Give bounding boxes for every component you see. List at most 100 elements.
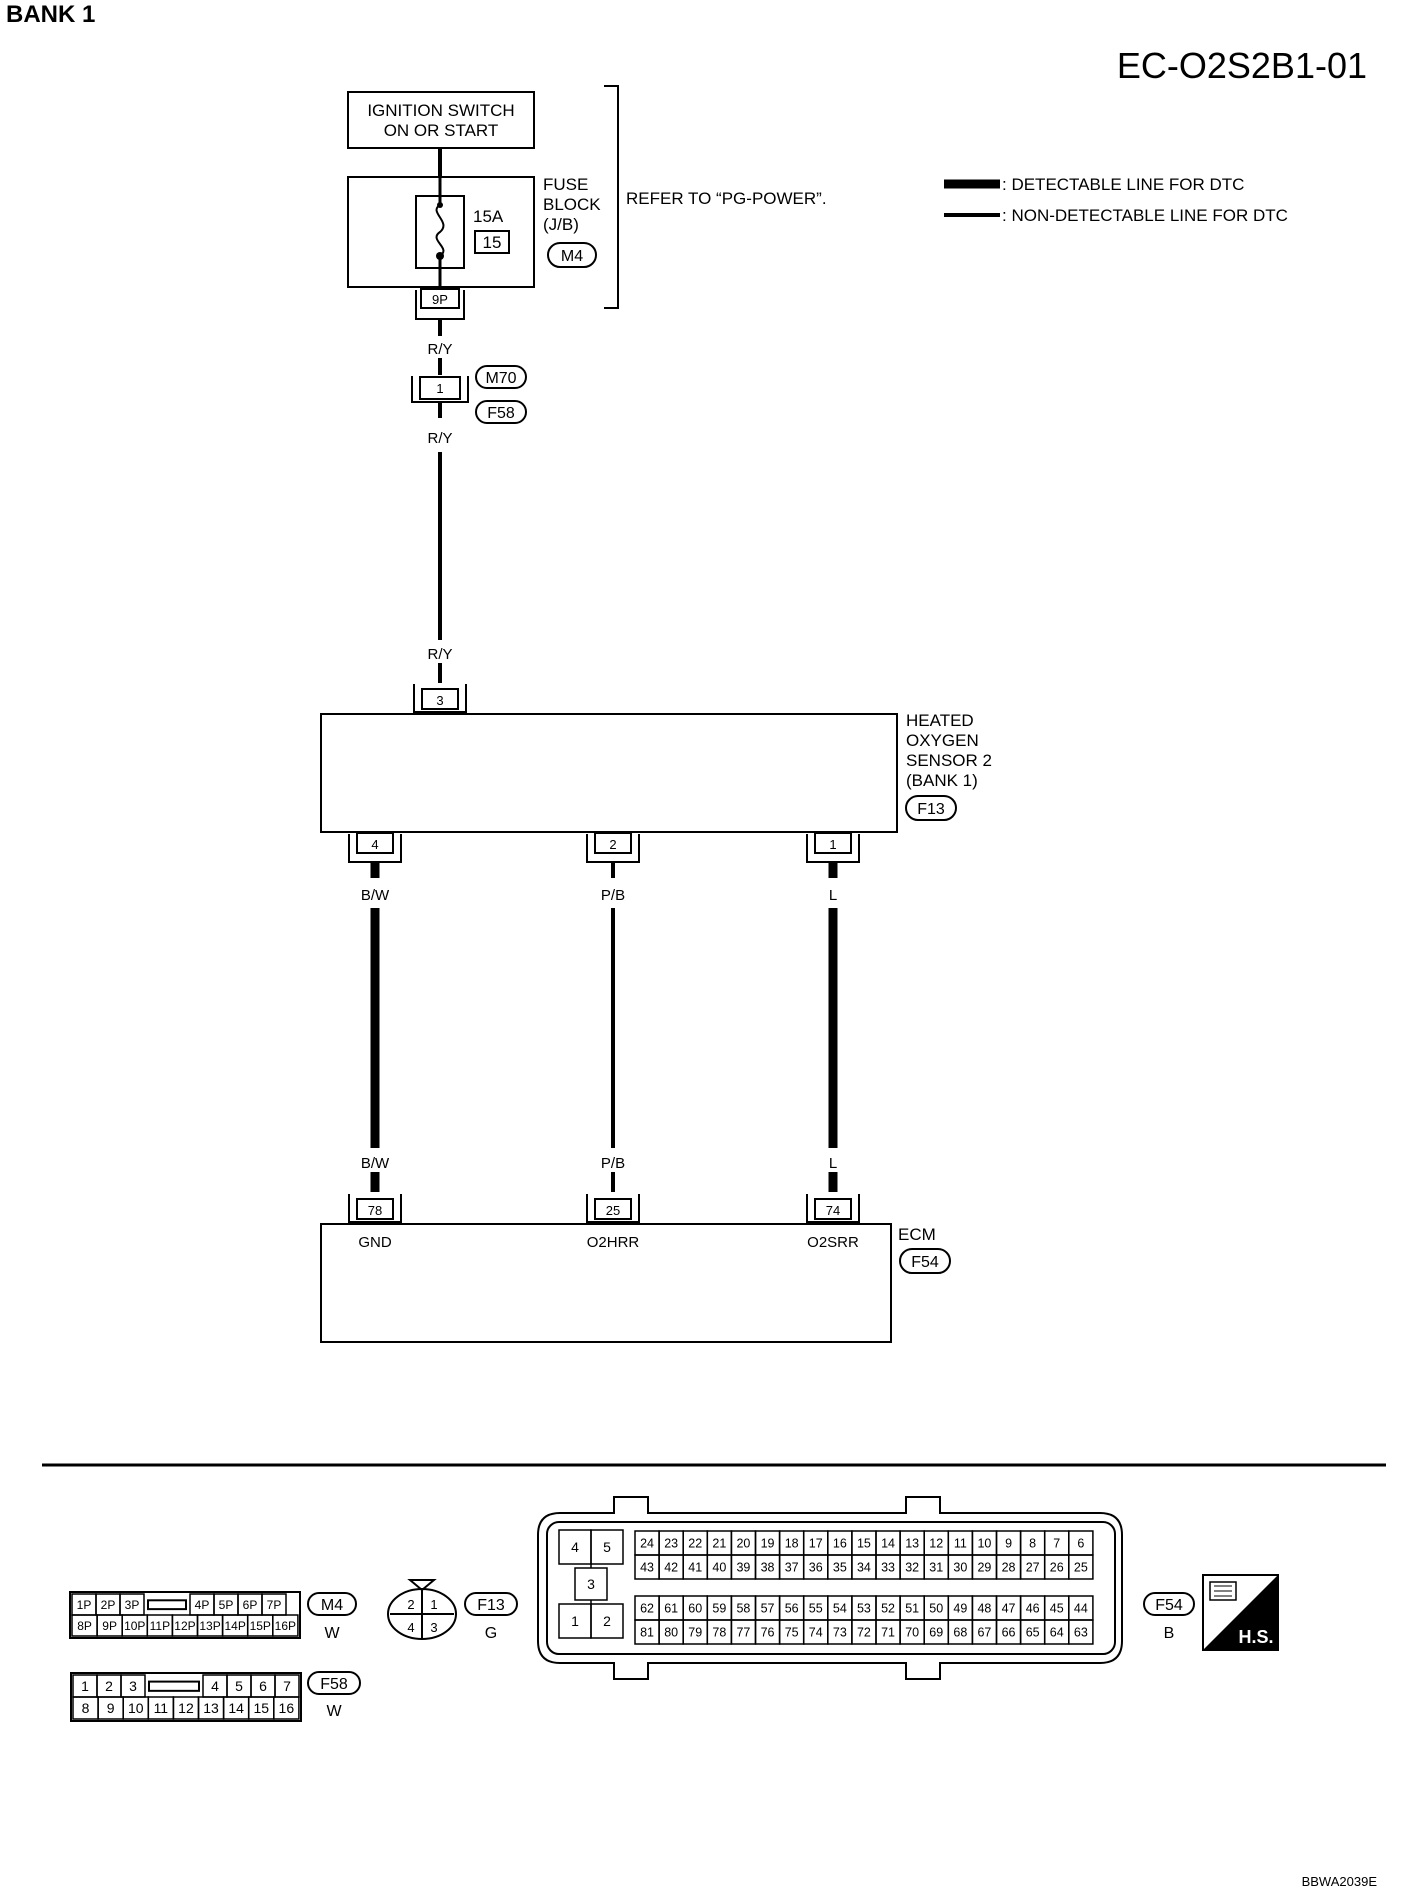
f54-pin-52: 52 (875, 1595, 901, 1621)
f54-pin-74: 74 (802, 1619, 829, 1645)
sensor-line1: HEATED (906, 711, 974, 730)
svg-text:7: 7 (1053, 1537, 1060, 1551)
connector-m4-color: W (324, 1625, 340, 1642)
f54-pin-20: 20 (730, 1530, 757, 1556)
f58-pin-5: 5 (226, 1674, 252, 1698)
svg-text:1: 1 (81, 1678, 89, 1694)
f54-pin-33: 33 (875, 1554, 901, 1580)
f54-pin-78: 78 (706, 1619, 733, 1645)
connector-f58-color: W (326, 1703, 342, 1720)
svg-text:41: 41 (688, 1561, 702, 1575)
svg-text:14P: 14P (224, 1619, 245, 1633)
svg-text:12: 12 (178, 1700, 194, 1716)
ecm-pin-74: 74 (806, 1194, 860, 1223)
f54-pin-4: 4 (558, 1529, 592, 1565)
svg-text:45: 45 (1050, 1602, 1064, 1616)
m4-key-slot (147, 1599, 187, 1611)
f54-pin-67: 67 (971, 1619, 998, 1645)
joint-connector-f58: F58 (487, 405, 515, 422)
f58-pin-13: 13 (197, 1696, 225, 1720)
f58-pin-2: 2 (96, 1674, 122, 1698)
f54-pin-38: 38 (754, 1554, 781, 1580)
svg-text:5: 5 (603, 1539, 611, 1555)
f54-pin-6: 6 (1068, 1530, 1094, 1556)
f54-pin-39: 39 (730, 1554, 757, 1580)
svg-text:57: 57 (761, 1602, 775, 1616)
svg-text:3P: 3P (125, 1598, 140, 1612)
f54-pin-50: 50 (923, 1595, 950, 1621)
f54-pin-72: 72 (851, 1619, 877, 1645)
f54-pin-75: 75 (778, 1619, 805, 1645)
svg-text:1P: 1P (77, 1598, 92, 1612)
fuse-block-line3: (J/B) (543, 215, 579, 234)
f54-pin-29: 29 (971, 1554, 998, 1580)
svg-text:63: 63 (1074, 1626, 1088, 1640)
m4-pin-15P: 15P (246, 1614, 274, 1637)
f54-pin-28: 28 (995, 1554, 1022, 1580)
f54-pin-55: 55 (802, 1595, 829, 1621)
svg-text:15: 15 (253, 1700, 269, 1716)
f58-pin-11: 11 (147, 1696, 175, 1720)
svg-text:1: 1 (829, 837, 836, 852)
svg-text:76: 76 (761, 1626, 775, 1640)
connector-f54-color: B (1164, 1625, 1175, 1642)
f54-pin-47: 47 (995, 1595, 1022, 1621)
f54-pin-23: 23 (658, 1530, 684, 1556)
f54-pin-1: 1 (558, 1603, 592, 1639)
svg-text:3: 3 (436, 693, 443, 708)
sensor-pin-2: 2 (586, 832, 640, 863)
svg-text:72: 72 (857, 1626, 871, 1640)
wire-color-pb-bottom: P/B (601, 1155, 625, 1172)
svg-text:1: 1 (436, 381, 443, 396)
m4-pin-5P: 5P (213, 1593, 239, 1616)
fuse-rating: 15A (473, 207, 504, 226)
svg-text:26: 26 (1050, 1561, 1064, 1575)
svg-text:79: 79 (688, 1626, 702, 1640)
svg-text:8: 8 (1029, 1537, 1036, 1551)
svg-text:8: 8 (82, 1700, 90, 1716)
svg-text:12P: 12P (174, 1619, 195, 1633)
f54-pin-66: 66 (995, 1619, 1022, 1645)
svg-text:75: 75 (785, 1626, 799, 1640)
svg-text:12: 12 (929, 1537, 943, 1551)
ecm-label: ECM (898, 1225, 936, 1244)
svg-text:38: 38 (761, 1561, 775, 1575)
svg-text:16P: 16P (275, 1619, 296, 1633)
svg-text:52: 52 (881, 1602, 895, 1616)
svg-text:15P: 15P (250, 1619, 271, 1633)
sensor-connector: F13 (917, 801, 945, 818)
m4-pin-10P: 10P (121, 1614, 149, 1637)
wire-color-ry-3: R/Y (427, 646, 452, 663)
f54-pin-22: 22 (682, 1530, 709, 1556)
f54-pin-65: 65 (1019, 1619, 1046, 1645)
svg-text:7P: 7P (267, 1598, 282, 1612)
f58-pin-1: 1 (72, 1674, 98, 1698)
svg-text:6P: 6P (243, 1598, 258, 1612)
f54-pin-25: 25 (1068, 1554, 1094, 1580)
svg-text:16: 16 (833, 1537, 847, 1551)
f54-pin-77: 77 (730, 1619, 757, 1645)
svg-text:19: 19 (761, 1537, 775, 1551)
svg-text:11: 11 (154, 1700, 169, 1716)
svg-text:78: 78 (712, 1626, 726, 1640)
connector-f58-name: F58 (320, 1676, 348, 1693)
ecm-signal-o2hrr: O2HRR (587, 1234, 640, 1251)
svg-text:56: 56 (785, 1602, 799, 1616)
svg-text:28: 28 (1002, 1561, 1016, 1575)
svg-text:2: 2 (603, 1613, 611, 1629)
svg-text:15: 15 (857, 1537, 871, 1551)
svg-text:40: 40 (712, 1561, 726, 1575)
f54-pin-63: 63 (1068, 1619, 1094, 1645)
ecm-signal-gnd: GND (358, 1234, 392, 1251)
svg-text:24: 24 (640, 1537, 654, 1551)
f54-pin-36: 36 (802, 1554, 829, 1580)
svg-text:33: 33 (881, 1561, 895, 1575)
f54-pin-21: 21 (706, 1530, 733, 1556)
svg-text:2P: 2P (101, 1598, 116, 1612)
f54-pin-14: 14 (875, 1530, 901, 1556)
f54-pin-31: 31 (923, 1554, 950, 1580)
m4-pin-13P: 13P (196, 1614, 224, 1637)
